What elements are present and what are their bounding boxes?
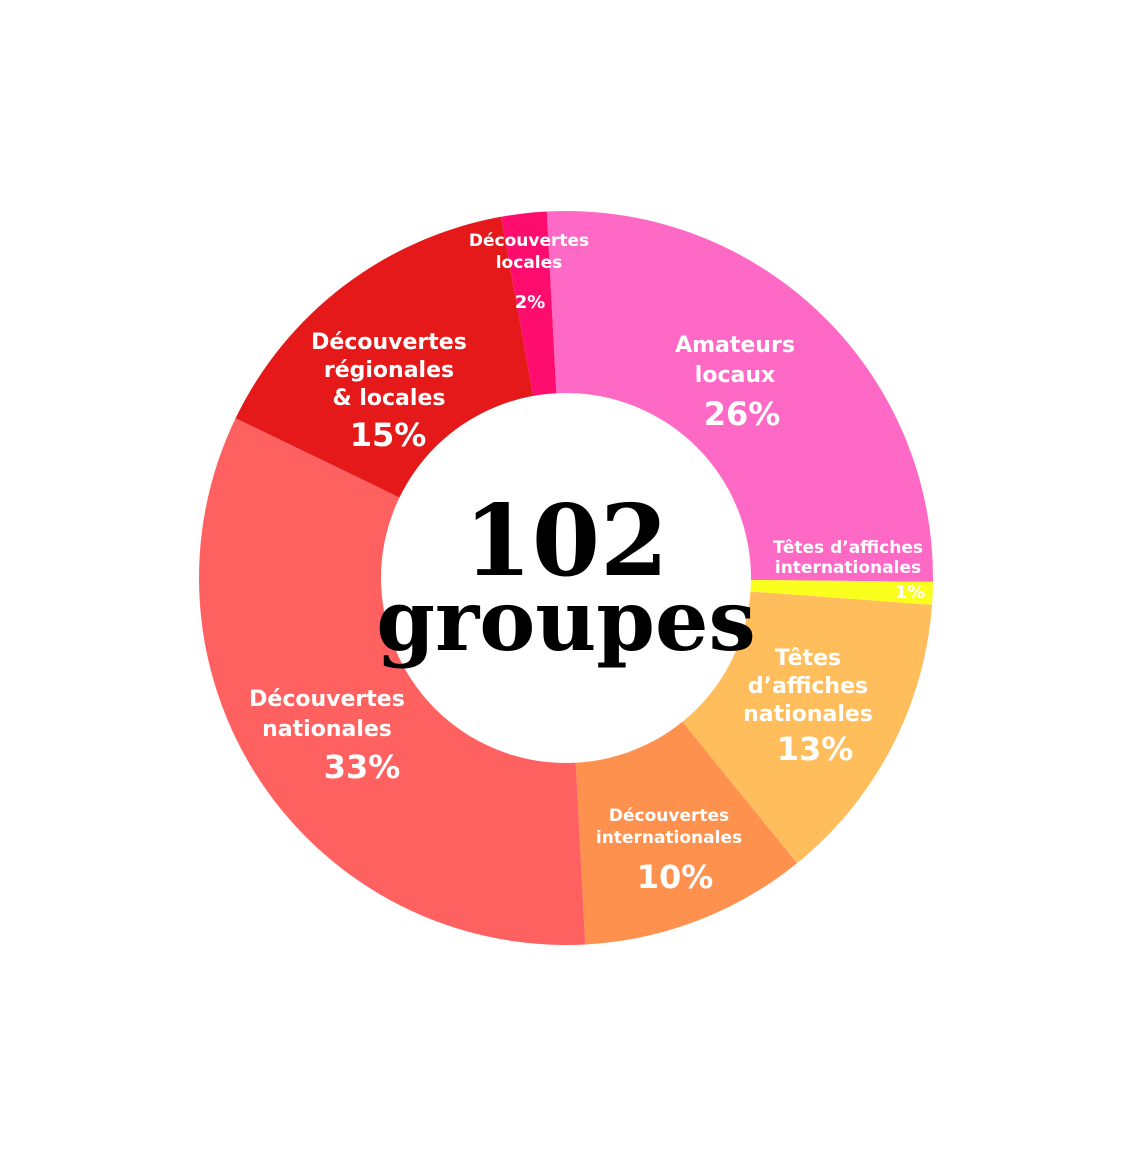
slice-label-line: Découvertes xyxy=(469,231,589,251)
slice-label-line: internationales xyxy=(775,558,921,578)
slice-percent-label: 15% xyxy=(350,416,427,454)
slice-label-line: internationales xyxy=(596,828,742,848)
slice-label-line: Amateurs xyxy=(675,333,795,358)
slice-percent-label: 13% xyxy=(777,730,854,768)
center-unit: groupes xyxy=(376,571,756,670)
slice-label: Découvertes régionales & locales xyxy=(311,330,467,411)
slice-percent-label: 1% xyxy=(895,582,926,603)
slice-label-line: régionales xyxy=(324,358,454,383)
slice-label: Amateurs locaux xyxy=(675,333,795,388)
slice-percent-label: 10% xyxy=(637,858,714,896)
slice-label-line: nationales xyxy=(743,702,873,727)
slice-percent-label: 26% xyxy=(704,395,781,433)
slice-percent-label: 2% xyxy=(515,292,546,313)
slice-label-line: locaux xyxy=(695,363,775,388)
slice-label-line: Têtes xyxy=(775,646,841,671)
slice-label: Têtes d’affiches nationales xyxy=(743,646,873,727)
center-number: 102 xyxy=(464,484,669,599)
slice-label-line: locales xyxy=(496,253,563,273)
slice-label-line: d’affiches xyxy=(748,674,868,699)
slice-label-line: Têtes d’affiches xyxy=(773,538,923,558)
donut-hole xyxy=(381,393,751,763)
slice-label-line: Découvertes xyxy=(249,687,405,712)
slice-label-line: nationales xyxy=(262,717,392,742)
slice-label-line: & locales xyxy=(333,386,446,411)
slice-label-line: Découvertes xyxy=(609,806,729,826)
slice-label-line: Découvertes xyxy=(311,330,467,355)
slice-label: Découvertes nationales xyxy=(249,687,405,742)
slice-percent-label: 33% xyxy=(324,748,401,786)
